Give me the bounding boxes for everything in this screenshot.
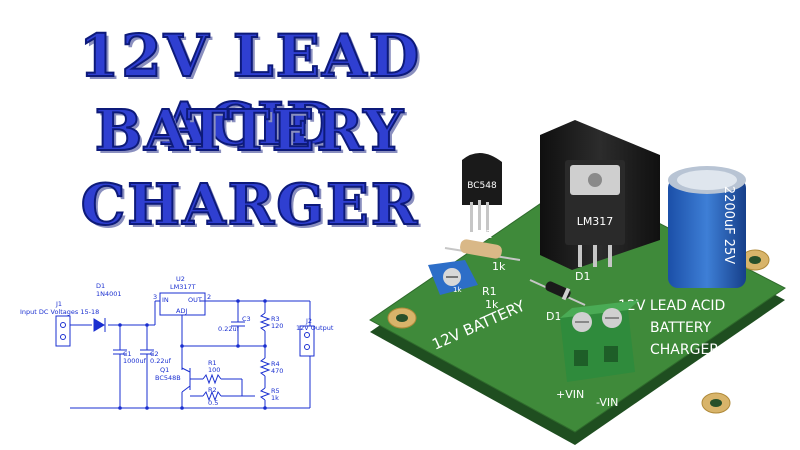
r4-value: 470 [271,367,283,375]
lm317-label: LM317 [577,215,614,228]
q1-ref: Q1 [160,366,169,374]
j1-label: Input DC Voltages 15-18 [20,308,99,316]
d1-silk-a: D1 [546,310,561,323]
capacitor-2200uf [668,166,746,288]
d1-ref: D1 [96,282,105,290]
trimmer-potentiometer [428,260,478,295]
r2-ref: R2 [208,386,217,394]
r1-ref: R1 [208,359,217,367]
u2-in: IN [162,296,169,304]
r1-silk-value: 1k [485,298,499,311]
c2-value: 0.22uf [150,357,172,365]
d1-value: 1N4001 [96,290,122,298]
r3-ref: R3 [271,315,280,323]
bc548-label: BC548 [467,181,497,191]
q1-value: BC548B [155,374,181,382]
u2-ref: U2 [176,275,185,283]
r3-value: 120 [271,322,283,330]
screw-terminal-block [560,300,640,382]
r2-value: 0.5 [208,399,218,407]
u2-adj: ADJ [176,307,187,315]
c1-ref: C1 [123,350,132,358]
r4-ref: R4 [271,360,280,368]
c2-ref: C2 [150,350,159,358]
j2-label: 12V Output [296,324,334,332]
r1-silk: R1 [482,285,497,298]
j1-ref: J1 [55,300,62,308]
silk-title-2: BATTERY [650,320,712,336]
u2-pin2: 2 [207,293,211,301]
d1-silk-b: D1 [575,270,590,283]
silk-title-3: CHARGER [650,342,719,358]
bc548-transistor [462,152,502,232]
resistor-r2 [444,239,521,261]
silk-vin-pos: +VIN [556,388,584,401]
c3-value: 0.22uf [218,325,240,333]
j2-ref: J2 [305,317,312,325]
r5-ref: R5 [271,387,280,395]
silk-vin-neg: -VIN [596,396,618,409]
c1-value: 1000uf [123,357,147,365]
u2-out: OUT [188,296,202,304]
silk-title-1: 12V LEAD ACID [618,298,725,314]
pot-value: 1k [453,286,462,294]
circuit-schematic: J1 Input DC Voltages 15-18 D1 1N4001 C1 … [20,275,334,410]
c3-ref: C3 [242,315,251,323]
r2-silk-value: 1k [492,260,506,273]
r1-value: 100 [208,366,220,374]
title-line-1: 12V LEAD ACID [78,21,422,159]
u2-pin3: 3 [153,293,157,301]
capacitor-label: 2200uF 25V [721,186,736,264]
r2-silk: R2 [478,228,493,241]
diode-d1 [529,279,586,306]
title-line-3: CHARGER [80,171,420,239]
r5-value: 1k [271,394,279,402]
u2-value: LM317T [170,283,196,291]
title-line-2: BATTERY [94,97,406,165]
pcb-render: LM317 BC548 2200uF 25V R2 1k 1k R1 1k D1 [369,120,786,445]
